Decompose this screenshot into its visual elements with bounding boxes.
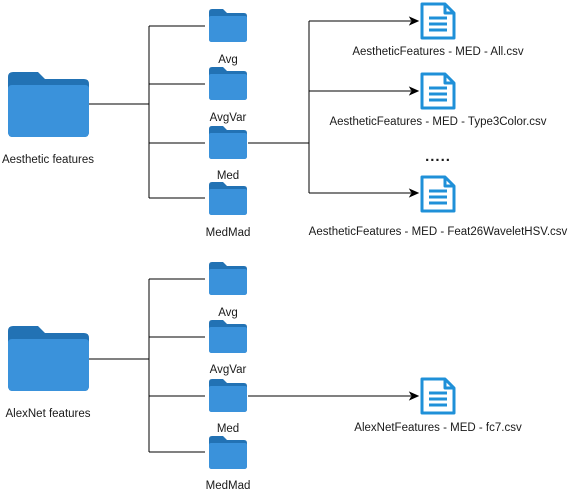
arrowhead-file-2 [408,86,420,96]
folder-icon [209,182,247,215]
csv-file-icon [420,175,456,213]
csv-file-icon [420,377,456,415]
folder-node-avg-2[interactable] [209,262,247,295]
file-node-feat26wavelethsv-csv[interactable] [420,175,456,213]
subfolder-label-avgvar-2: AvgVar [209,364,247,376]
csv-file-icon [420,2,456,40]
csv-file-icon [420,72,456,110]
alexnet-file-arrow [248,391,420,401]
subfolder-label-medmad: MedMad [205,227,251,239]
file-node-all-csv[interactable] [420,2,456,40]
folder-icon [8,72,89,137]
folder-icon [209,126,247,159]
folder-icon [209,436,247,469]
file-node-type3color-csv[interactable] [420,72,456,110]
arrowhead-file-1 [408,16,420,26]
folder-node-aesthetic-features[interactable] [8,72,89,137]
file-node-fc7-csv[interactable] [420,377,456,415]
file-label-all-csv: AestheticFeatures - MED - All.csv [352,46,524,58]
alexnet-connectors [89,278,205,453]
subfolder-label-avg-2: Avg [218,307,238,319]
folder-icon [209,262,247,295]
folder-node-med[interactable] [209,126,247,159]
folder-node-med-2[interactable] [209,379,247,412]
folder-icon [8,326,89,391]
folder-node-avgvar[interactable] [209,67,247,100]
root-label-alexnet: AlexNet features [5,408,91,420]
aesthetic-file-arrows [309,16,420,198]
folder-node-medmad[interactable] [209,182,247,215]
subfolder-label-medmad-2: MedMad [205,480,251,492]
folder-node-alexnet-features[interactable] [8,326,89,391]
subfolder-label-med-2: Med [216,423,240,435]
more-files-ellipsis: ..... [425,148,451,165]
folder-icon [209,320,247,353]
subfolder-label-avg: Avg [218,54,238,66]
folder-icon [209,67,247,100]
file-label-feat26wavelethsv-csv: AestheticFeatures - MED - Feat26WaveletH… [308,226,568,238]
folder-icon [209,9,247,42]
subfolder-label-med: Med [216,170,240,182]
arrowhead-file-3 [408,188,420,198]
file-label-type3color-csv: AestheticFeatures - MED - Type3Color.csv [329,116,547,128]
folder-node-avgvar-2[interactable] [209,320,247,353]
subfolder-label-avgvar: AvgVar [209,112,247,124]
folder-node-medmad-2[interactable] [209,436,247,469]
file-label-fc7-csv: AlexNetFeatures - MED - fc7.csv [354,422,522,434]
aesthetic-connectors [89,21,310,199]
root-label-aesthetic: Aesthetic features [1,154,95,166]
arrowhead-alexnet-file [408,391,420,401]
folder-node-avg[interactable] [209,9,247,42]
folder-icon [209,379,247,412]
